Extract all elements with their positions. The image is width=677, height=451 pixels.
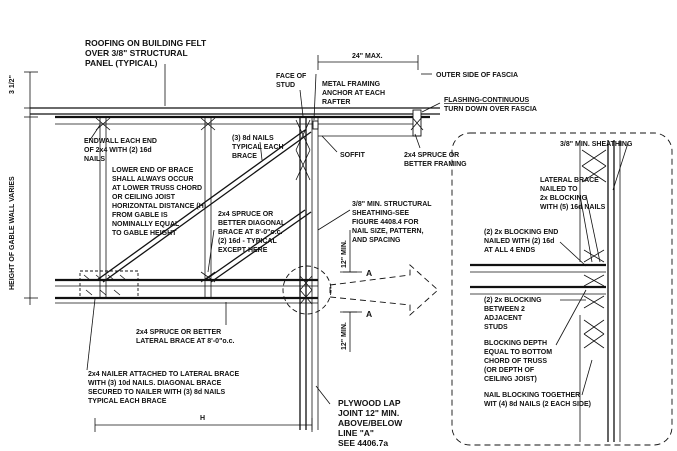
flashing-1: FLASHING-CONTINUOUS — [444, 97, 529, 104]
labels: ROOFING ON BUILDING FELT OVER 3/8" STRUC… — [9, 38, 633, 448]
roofing-label-2: OVER 3/8" STRUCTURAL — [85, 48, 188, 58]
nails-3-8d-2: TYPICAL EACH — [232, 144, 284, 151]
plywood-5: SEE 4406.7a — [338, 438, 388, 448]
detail-blocking-end-1: (2) 2x BLOCKING END — [484, 229, 558, 236]
metal-anchor-1: METAL FRAMING — [322, 81, 381, 88]
metal-anchor-2: ANCHOR AT EACH — [322, 90, 385, 97]
blocking-detail — [451, 132, 673, 446]
line-a-lower: A — [366, 309, 372, 319]
nailer-2: WITH (3) 10d NAILS. DIAGONAL BRACE — [88, 380, 222, 387]
dim-three-half: 3 1/2" — [9, 75, 16, 94]
nailer-4: TYPICAL EACH BRACE — [88, 398, 167, 405]
nails-3-8d-1: (3) 8d NAILS — [232, 135, 274, 142]
sheathing-note-5: AND SPACING — [352, 237, 401, 244]
diag-brace-4: (2) 16d - TYPICAL — [218, 238, 277, 245]
detail-depth-1: BLOCKING DEPTH — [484, 340, 547, 347]
plywood-4: LINE "A" — [338, 428, 374, 438]
sheathing-note-1: 3/8" MIN. STRUCTURAL — [352, 201, 432, 208]
detail-between-1: (2) 2x BLOCKING — [484, 297, 542, 304]
face-of-stud-2: STUD — [276, 82, 295, 89]
detail-blocking-end-2: NAILED WITH (2) 16d — [484, 238, 554, 245]
detail-between-2: BETWEEN 2 — [484, 306, 525, 313]
detail-nail-2: WIT (4) 8d NAILS (2 EACH SIDE) — [484, 401, 591, 408]
lower-end-4: OR CEILING JOIST — [112, 194, 176, 201]
detail-lateral-4: WITH (5) 16d NAILS — [540, 204, 606, 211]
detail-blocking-end-3: AT ALL 4 ENDS — [484, 247, 536, 254]
detail-lateral-2: NAILED TO — [540, 186, 578, 193]
lateral-brace-1: 2x4 SPRUCE OR BETTER — [136, 329, 221, 336]
plywood-2: JOINT 12" MIN. — [338, 408, 399, 418]
diag-brace-3: BRACE AT 8'-0"o.c. — [218, 229, 283, 236]
lower-end-2: SHALL ALWAYS OCCUR — [112, 176, 193, 183]
diag-brace-2: BETTER DIAGONAL — [218, 220, 286, 227]
lower-end-7: NOMINALLY EQUAL — [112, 221, 180, 228]
spruce-framing-2: BETTER FRAMING — [404, 161, 467, 168]
leader-lines — [86, 64, 441, 405]
lower-end-3: AT LOWER TRUSS CHORD — [112, 185, 202, 192]
plywood-1: PLYWOOD LAP — [338, 398, 401, 408]
spruce-framing-1: 2x4 SPRUCE OR — [404, 152, 459, 159]
dim-24-max: 24" MAX. — [352, 53, 383, 60]
face-of-stud-1: FACE OF — [276, 73, 307, 80]
sheathing-note-3: FIGURE 4408.4 FOR — [352, 219, 419, 226]
line-a-upper: A — [366, 268, 372, 278]
lower-end-8: TO GABLE HEIGHT — [112, 230, 177, 237]
detail-nail-1: NAIL BLOCKING TOGETHER — [484, 392, 580, 399]
detail-depth-2: EQUAL TO BOTTOM — [484, 349, 552, 356]
endwall-3: NAILS — [84, 156, 105, 163]
metal-anchor-3: RAFTER — [322, 99, 350, 106]
detail-between-3: ADJACENT — [484, 315, 523, 322]
dim-h: H — [200, 415, 205, 422]
plywood-3: ABOVE/BELOW — [338, 418, 403, 428]
detail-depth-5: CEILING JOIST) — [484, 376, 537, 383]
endwall-1: ENDWALL EACH END — [84, 138, 157, 145]
detail-between-4: STUDS — [484, 324, 508, 331]
detail-lateral-3: 2x BLOCKING — [540, 195, 588, 202]
detail-sheathing: 3/8" MIN. SHEATHING — [560, 141, 633, 148]
detail-depth-4: (OR DEPTH OF — [484, 367, 535, 374]
lower-end-1: LOWER END OF BRACE — [112, 167, 194, 174]
lower-end-6: FROM GABLE IS — [112, 212, 168, 219]
sheathing-note-4: NAIL SIZE, PATTERN, — [352, 228, 424, 235]
dim-12-min-upper: 12" MIN. — [341, 240, 348, 268]
diag-brace-1: 2x4 SPRUCE OR — [218, 211, 273, 218]
outer-fascia-label: OUTER SIDE OF FASCIA — [436, 72, 518, 79]
lower-end-5: HORIZONTAL DISTANCE (H) — [112, 203, 206, 210]
soffit-label: SOFFIT — [340, 152, 366, 159]
endwall-2: OF 2x4 WITH (2) 16d — [84, 147, 152, 154]
detail-lateral-1: LATERAL BRACE — [540, 177, 599, 184]
nailer-1: 2x4 NAILER ATTACHED TO LATERAL BRACE — [88, 371, 239, 378]
roofing-label-1: ROOFING ON BUILDING FELT — [85, 38, 207, 48]
dimensions — [24, 55, 419, 432]
sheathing-note-2: SHEATHING-SEE — [352, 210, 409, 217]
nails-3-8d-3: BRACE — [232, 153, 257, 160]
dim-12-min-lower: 12" MIN. — [341, 322, 348, 350]
nailer-3: SECURED TO NAILER WITH (3) 8d NAILS — [88, 389, 225, 396]
roofing-label-3: PANEL (TYPICAL) — [85, 58, 158, 68]
diag-brace-5: EXCEPT HERE — [218, 247, 268, 254]
lateral-brace-2: LATERAL BRACE AT 8'-0"o.c. — [136, 338, 235, 345]
detail-depth-3: CHORD OF TRUSS — [484, 358, 547, 365]
flashing-2: TURN DOWN OVER FASCIA — [444, 106, 537, 113]
height-gable-label: HEIGHT OF GABLE WALL VARIES — [9, 176, 16, 290]
main-elevation — [30, 107, 440, 430]
